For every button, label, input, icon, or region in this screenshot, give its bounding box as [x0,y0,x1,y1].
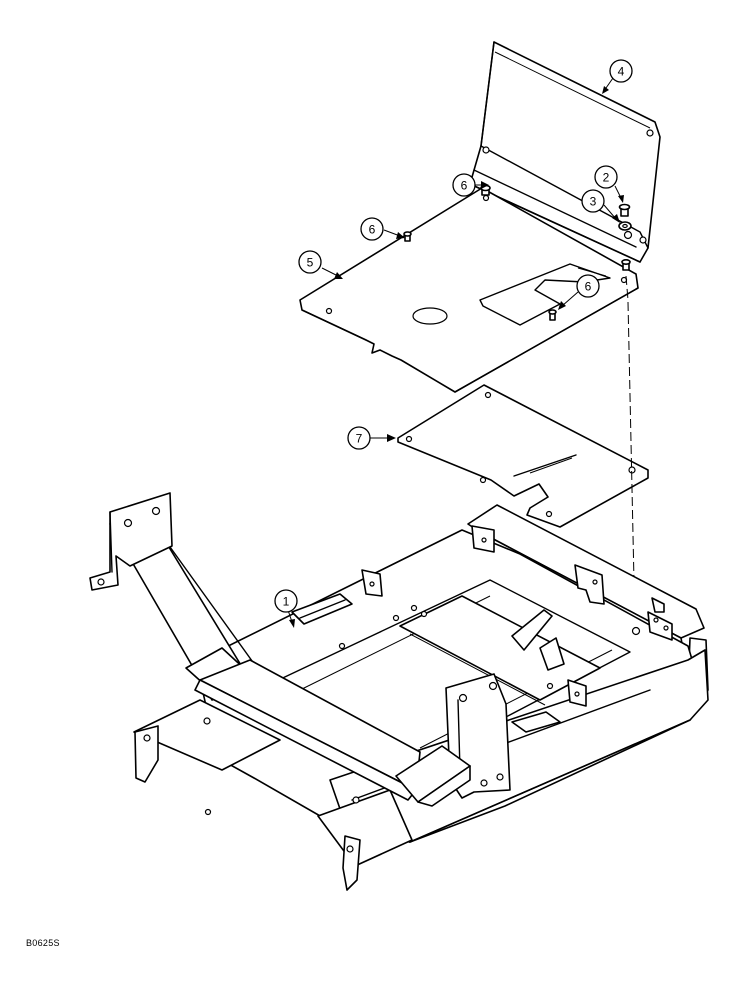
assembly-center-line-upper [625,275,629,301]
callout-3: 3 [581,189,620,223]
callout-4-label: 4 [618,65,625,79]
floor-mat-part-5 [299,187,639,393]
callout-6b: 6 [360,217,405,241]
callout-2-label: 2 [603,171,610,185]
callout-7-label: 7 [356,432,363,446]
callout-6c-label: 6 [585,280,592,294]
figure-code: B0625S [26,938,60,948]
callout-4: 4 [602,59,633,94]
callout-6a-label: 6 [461,179,468,193]
rivet-part-6-b [403,231,412,242]
callout-6a: 6 [452,173,489,197]
washer-part-3 [618,221,632,231]
callout-6b-label: 6 [369,223,376,237]
callout-1-label: 1 [283,595,290,609]
callout-3-label: 3 [590,195,597,209]
callout-1: 1 [274,589,298,628]
rivet-part-6-c [548,309,557,321]
lower-plate-part-7 [397,384,649,528]
frame-part-1 [89,492,709,891]
rivet-part-6-d [621,258,631,271]
callout-5: 5 [298,250,343,279]
callout-5-label: 5 [307,256,314,270]
bolt-part-2 [618,203,631,217]
rear-panel-part-4 [469,41,661,263]
callout-7: 7 [347,426,396,450]
callout-6c: 6 [558,274,600,310]
assembly-center-line [627,301,636,629]
callout-2: 2 [594,165,624,203]
